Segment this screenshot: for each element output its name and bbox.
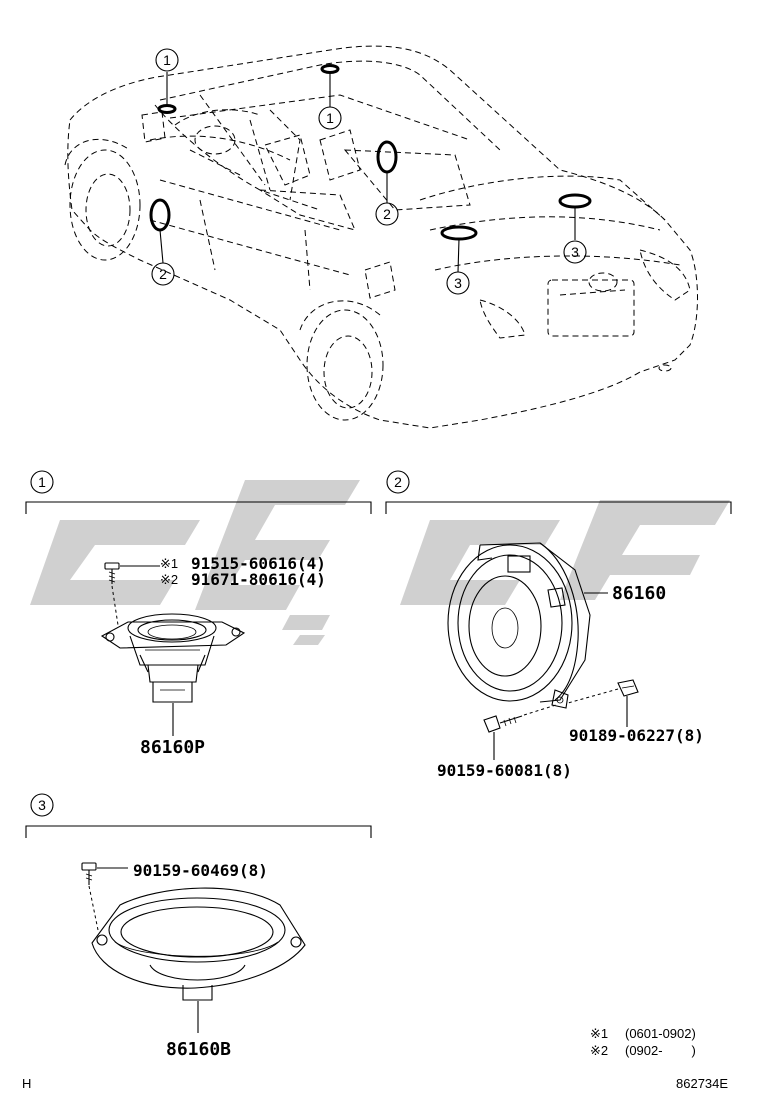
diagram-label: ※2 [590, 1043, 608, 1058]
section-3: 3 90159-60469(8) 86160B [25, 793, 372, 1060]
section-2: 2 861 [385, 470, 732, 780]
screw-icon-3 [81, 862, 97, 885]
footer-figure-id: 862734E [676, 1076, 728, 1091]
diagram-label: ※2 [160, 572, 178, 587]
clip-icon [617, 679, 639, 697]
callout-3b: 3 [563, 240, 587, 264]
screw-icon-2 [483, 715, 523, 733]
diagram-label: 2 [394, 474, 402, 490]
diagram-label: 1 [38, 474, 46, 490]
rear-shelf-speaker-drawing [91, 887, 306, 1001]
callout-2a: 2 [375, 202, 399, 226]
diagram-label: 3 [38, 797, 46, 813]
diagram-label: 2 [383, 206, 391, 222]
diagram-label: 90189-06227(8) [569, 726, 704, 745]
diagram-label: 90159-60469(8) [133, 861, 268, 880]
callout-1b: 1 [318, 106, 342, 130]
screw-icon [104, 562, 120, 584]
diagram-label: 1 [326, 110, 334, 126]
car-illustration [64, 45, 698, 429]
location-ring-door-front [149, 198, 171, 232]
diagram-label: (0601-0902) [625, 1026, 696, 1041]
part-86160B-label: 86160B [166, 1039, 231, 1060]
diagram-label: 2 [159, 266, 167, 282]
part-86160-label: 86160 [612, 583, 666, 604]
footer-left-code: H [22, 1076, 31, 1091]
diagram-label: 1 [163, 52, 171, 68]
location-ring-front-tweeter-right [320, 64, 340, 74]
tweeter-speaker-drawing [100, 613, 246, 703]
diagram-label: 3 [454, 275, 462, 291]
section-1: 1 ※1 91515-60616(4) ※2 916 [25, 470, 372, 758]
location-ring-door-rear [376, 140, 398, 174]
callout-1a: 1 [155, 48, 179, 72]
diagram-label: (0902- ) [625, 1043, 696, 1058]
location-ring-rear-shelf-right [558, 193, 592, 209]
callout-3a: 3 [446, 271, 470, 295]
diagram-label: 3 [571, 244, 579, 260]
diagram-label: 90159-60081(8) [437, 761, 572, 780]
location-ring-rear-shelf-left [440, 225, 478, 241]
part-86160P-label: 86160P [140, 737, 205, 758]
watermark-logo [30, 480, 730, 645]
location-ring-front-tweeter-left [157, 104, 177, 114]
door-speaker-drawing [447, 542, 591, 709]
diagram-label: ※1 [590, 1026, 608, 1041]
diagram-label: 91515-60616(4) [191, 554, 326, 573]
footnotes: ※1 (0601-0902) ※2 (0902- ) [590, 1026, 696, 1058]
diagram-label: ※1 [160, 556, 178, 571]
diagram-label: 91671-80616(4) [191, 570, 326, 589]
callout-2b: 2 [151, 262, 175, 286]
